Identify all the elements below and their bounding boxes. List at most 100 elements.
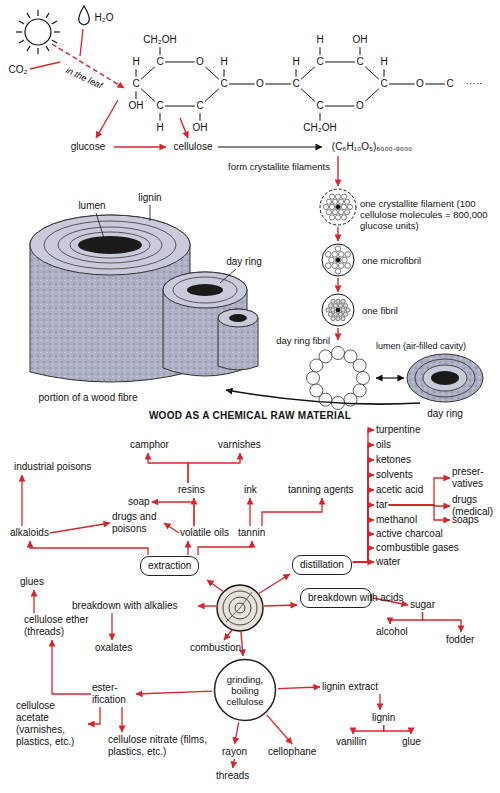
atom-symbol: C (316, 100, 323, 112)
diagram-label: one microfibril (362, 255, 421, 266)
chemical-bond (325, 62, 355, 63)
node-text: distillation (300, 559, 344, 571)
atom-symbol: H (380, 56, 387, 68)
diagram-label: day ring fibril (276, 335, 330, 346)
chemical-bond (325, 106, 354, 107)
atom-symbol: O (256, 78, 264, 90)
crystallite-outline (320, 189, 356, 225)
flow-arrow (353, 534, 374, 562)
node-text: cellulose ether (threads) (24, 614, 96, 638)
product-label: alkaloids (10, 527, 49, 539)
product-label: solvents (376, 469, 413, 481)
day-ring-fibril-circle (332, 347, 345, 360)
flow-arrow (30, 541, 148, 555)
fibril-outline (322, 294, 354, 326)
filament-circle (336, 299, 340, 303)
log-arrow (198, 605, 216, 606)
flow-arrow (379, 694, 380, 710)
filament-circle (325, 252, 331, 258)
filament-circle (347, 204, 352, 209)
atom-symbol: C (446, 78, 453, 90)
node-text: lignin (372, 712, 395, 724)
fibre-lumen (187, 284, 223, 296)
node-text: acetic acid (376, 484, 423, 496)
filament-circle (332, 252, 338, 258)
filament-circle (325, 263, 331, 269)
atom-symbol: H (132, 56, 139, 68)
product-label: active charcoal (376, 528, 443, 540)
day-ring-fibril-circle (353, 359, 366, 372)
node-text: ketones (376, 454, 411, 466)
filament-circle (335, 257, 341, 263)
circle-outline (215, 660, 276, 721)
fibre-top (163, 272, 247, 308)
node-text: active charcoal (376, 528, 443, 540)
product-label: tar (376, 499, 388, 511)
filament-circle (338, 263, 344, 269)
sun-ray (19, 40, 24, 43)
node-text: water (376, 556, 400, 568)
fibre-lumen (229, 314, 247, 322)
fibre-ring (70, 232, 150, 258)
filament-circle (336, 317, 340, 321)
filament-circle (328, 304, 332, 308)
glucose-arrow (96, 100, 118, 138)
filament-circle (341, 215, 346, 220)
product-label: combustion (190, 642, 241, 654)
product-label: turpentine (376, 424, 420, 436)
filament-circle (331, 308, 335, 312)
filament-arrow (337, 156, 338, 186)
product-label: lignin extract (322, 681, 378, 693)
connectors (22, 430, 461, 768)
atom-symbol: H (292, 56, 299, 68)
flow-arrow (50, 523, 110, 533)
sun-ray (37, 10, 38, 16)
fibre-block (218, 309, 258, 370)
sun-ray (19, 21, 24, 24)
node-text: cellulose nitrate (films, plastics, etc.… (108, 734, 212, 758)
product-label: fodder (446, 634, 474, 646)
atom-symbol: H (156, 122, 163, 134)
filament-circle (326, 210, 331, 215)
filament-circle (335, 246, 341, 252)
filament-circle (338, 210, 343, 215)
filament-circle (345, 263, 351, 269)
diagram-label: cellulose (174, 141, 213, 153)
diagram-label: form crystallite filaments (228, 161, 330, 172)
flow-arrow (267, 715, 292, 744)
node-text: alkaloids (10, 527, 49, 539)
node-text: preser- vatives (452, 466, 492, 490)
filament-circle (343, 304, 347, 308)
product-label: acetic acid (376, 484, 423, 496)
filament-circle (326, 308, 330, 312)
process-box: distillation (292, 555, 352, 575)
fibre-top (218, 309, 258, 327)
filament-circle (344, 210, 349, 215)
curved-arrow (226, 390, 420, 404)
flow-arrow (262, 498, 322, 526)
leader-line (150, 205, 151, 221)
flow-arrow (198, 541, 252, 555)
sun-ray (46, 46, 49, 51)
filament-circle (332, 263, 338, 269)
fibril-arrow (337, 328, 338, 340)
flow-arrow (423, 612, 461, 632)
flow-arrow (353, 475, 374, 562)
product-label: camphor (130, 439, 169, 451)
chemical-bond (301, 89, 315, 102)
chemical-bond (160, 113, 161, 121)
product-label: methanol (376, 514, 417, 526)
flow-arrow (136, 691, 212, 694)
filament-circle (344, 199, 349, 204)
node-text: fodder (446, 634, 474, 646)
product-label: oxalates (95, 642, 132, 654)
product-label: varnishes (218, 439, 261, 451)
node-text: soaps (452, 514, 479, 526)
product-label: tanning agents (288, 484, 354, 496)
filament-circle (341, 194, 346, 199)
filament-circle (333, 304, 337, 308)
node-text: drugs and poisons (112, 511, 162, 535)
filament-circle (341, 204, 346, 209)
product-label: vanillin (336, 736, 367, 748)
node-text: volatile oils (180, 527, 229, 539)
